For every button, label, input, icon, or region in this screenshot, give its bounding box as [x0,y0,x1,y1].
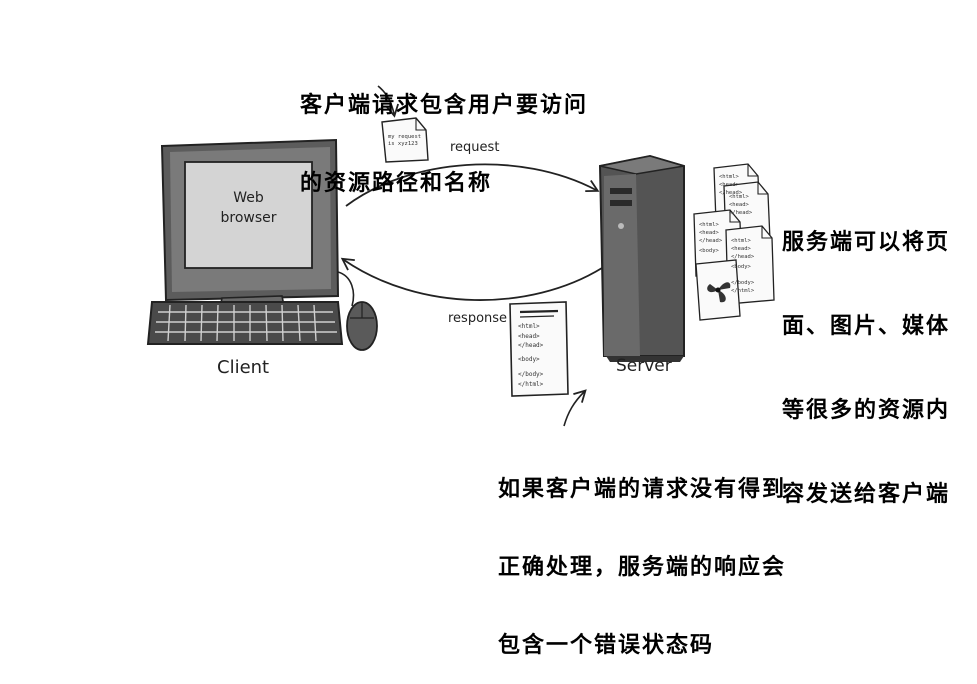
server-note-line-3: 等很多的资源内 [782,397,951,423]
html-line-5: </body> [518,371,544,378]
server-note-line-1: 服务端可以将页 [782,229,951,255]
svg-text:</html>: </html> [731,288,755,294]
server-note-line-2: 面、图片、媒体 [782,313,951,339]
error-note: 如果客户端的请求没有得到 正确处理，服务端的响应会 包含一个错误状态码 [498,424,786,684]
error-note-line-1: 如果客户端的请求没有得到 [498,476,787,502]
svg-text:<head>: <head> [699,230,720,236]
pointer-arrow-response [563,389,587,427]
svg-text:</head>: </head> [699,238,723,244]
request-note-line-1: 客户端请求包含用户要访问 [300,92,589,118]
response-document [509,301,569,397]
server-tower [598,154,685,362]
request-document-line-2: is xyz123 [388,141,418,147]
monitor-screen-label: Web browser [185,188,312,228]
svg-text:</head>: </head> [731,254,755,260]
monitor-screen-line-1: Web [233,190,264,206]
client-computer [146,138,378,351]
request-document-text: my request is xyz123 [388,134,421,148]
client-label: Client [217,357,270,378]
media-page [695,259,741,321]
response-document-text: <html> <head> </head> <body> </body> </h… [518,322,543,389]
svg-text:<head>: <head> [731,246,752,252]
mouse [346,301,378,351]
response-arrow [340,257,603,301]
svg-text:</head>: </head> [729,210,753,216]
html-line-3: </head> [518,342,544,349]
monitor-screen [184,161,313,269]
error-note-line-3: 包含一个错误状态码 [498,632,715,658]
server-note-line-4: 容发送给客户端 [782,481,951,507]
html-line-2: <head> [518,332,540,340]
html-line-6: </html> [518,380,544,388]
svg-text:<head>: <head> [729,202,750,208]
request-document-line-1: my request [388,134,422,140]
server-label: Server [616,356,672,376]
request-label: request [450,140,500,155]
media-icon [707,282,731,303]
keyboard [146,301,344,345]
request-note-line-2: 的资源路径和名称 [300,170,493,196]
svg-text:<html>: <html> [699,222,720,228]
svg-text:<body>: <body> [699,248,720,254]
svg-text:</head>: </head> [719,190,743,196]
svg-text:<html>: <html> [731,238,752,244]
html-line-4: <body> [518,355,540,363]
svg-text:<html>: <html> [729,194,750,200]
html-line-1: <html> [518,323,540,330]
monitor-screen-line-2: browser [220,210,277,226]
server-resources: <html><head></head> <html><head></head> … [693,163,775,321]
response-label: response [448,311,508,326]
svg-text:<body>: <body> [731,264,752,270]
request-arrow [345,163,600,207]
request-document [381,117,429,163]
svg-text:<html>: <html> [719,174,740,180]
server-note: 服务端可以将页 面、图片、媒体 等很多的资源内 容发送给客户端 [782,172,950,536]
svg-text:</body>: </body> [731,280,755,286]
error-note-line-2: 正确处理，服务端的响应会 [498,554,787,580]
request-note: 客户端请求包含用户要访问 的资源路径和名称 [300,40,588,222]
pointer-arrow-request [377,85,399,118]
svg-text:<head>: <head> [719,182,740,188]
client-server-diagram: <html><head></head> <html><head></head> … [146,85,775,427]
